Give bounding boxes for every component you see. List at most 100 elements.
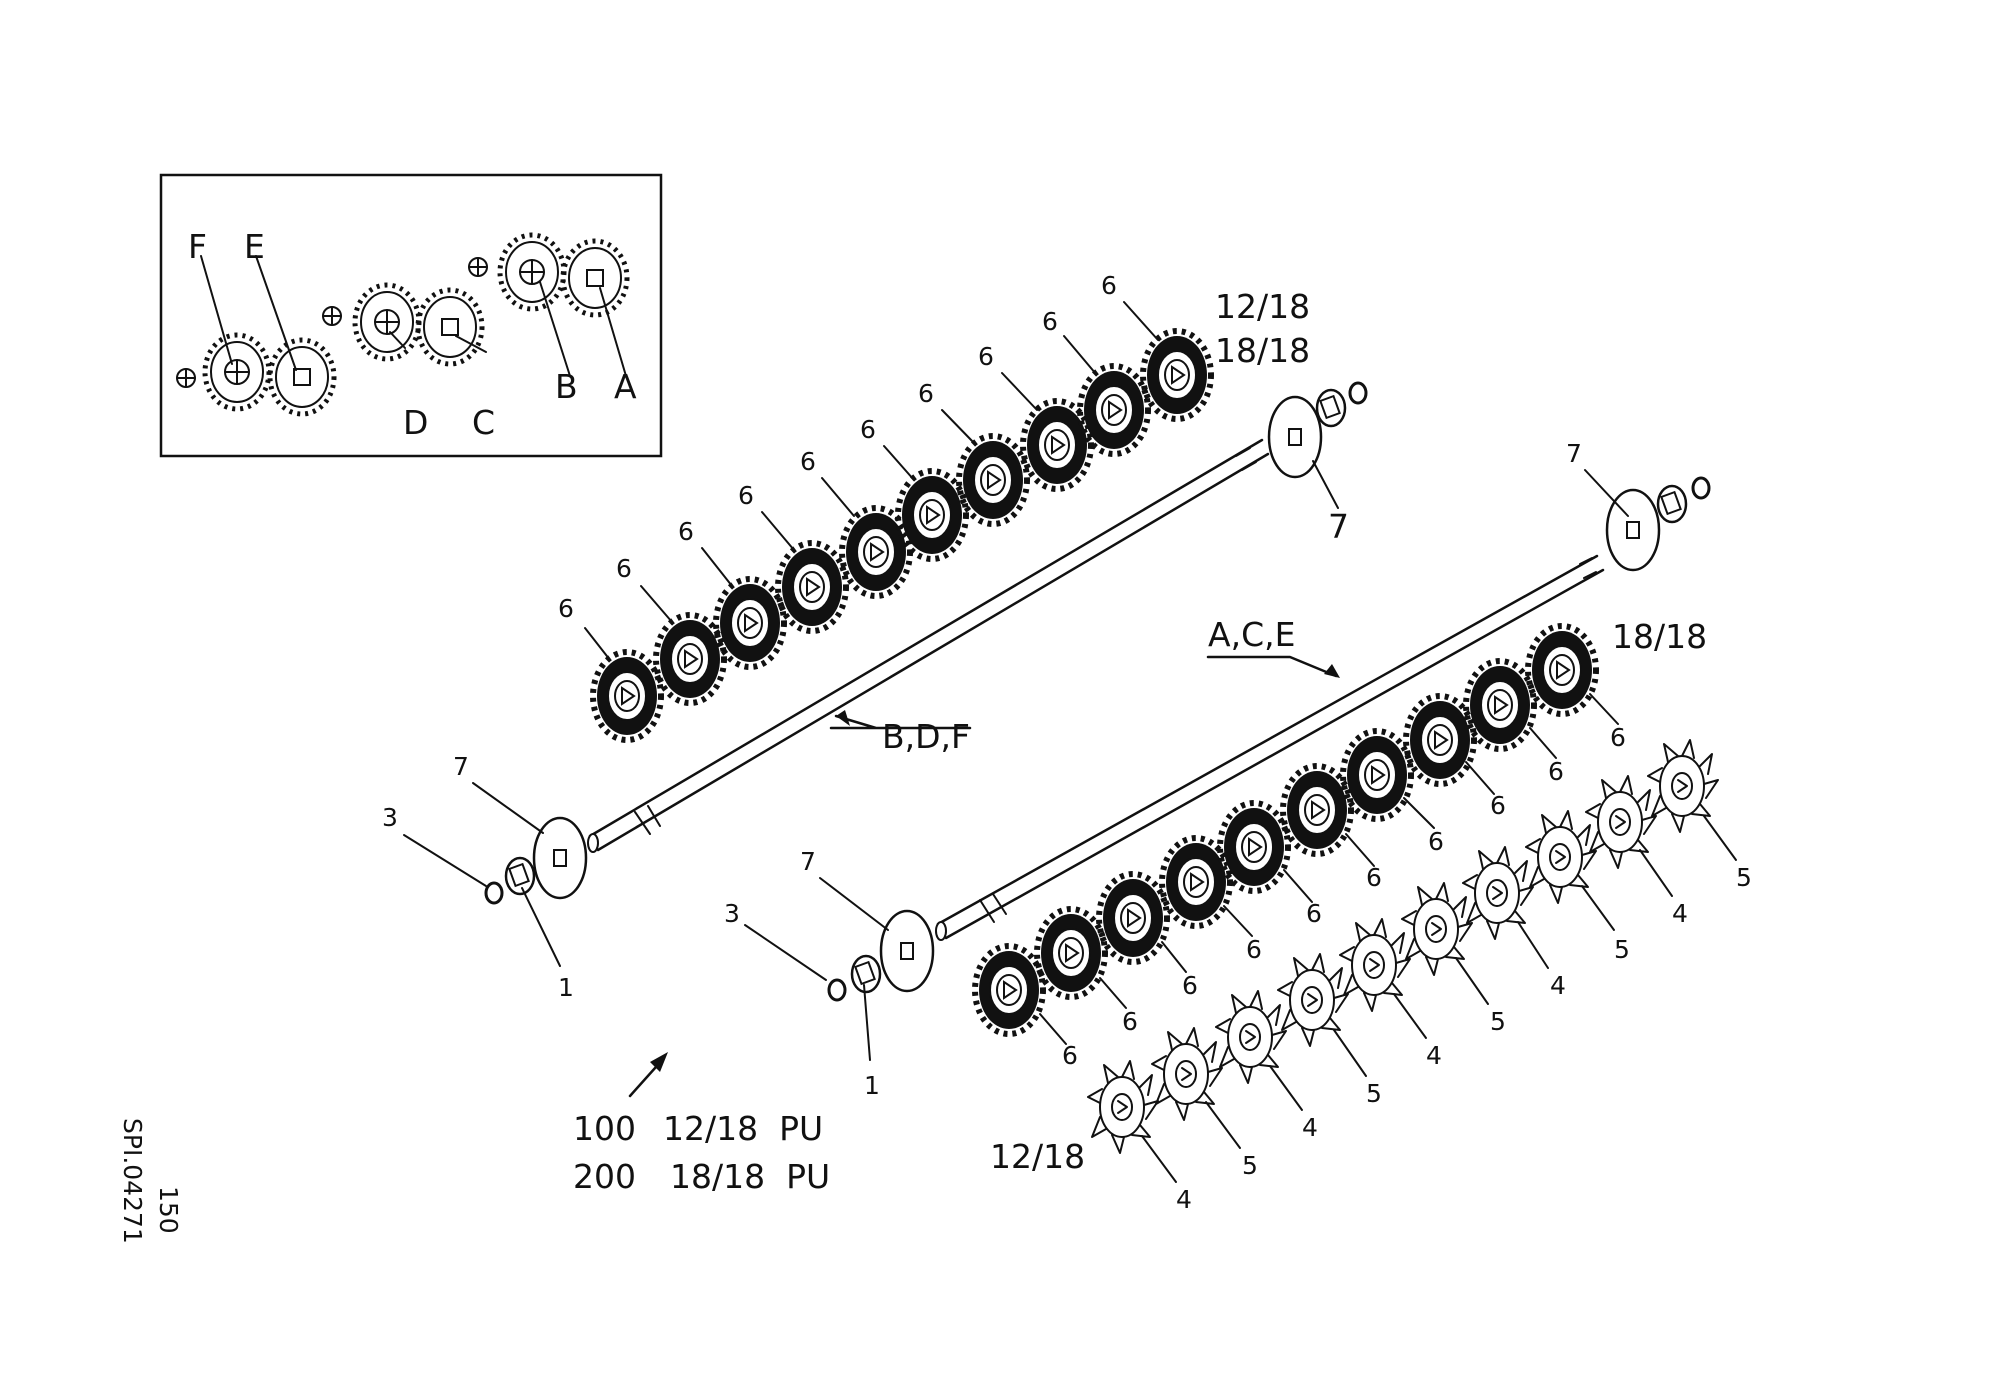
lower-wheel-open-4: [1277, 953, 1349, 1047]
upper-ring-left: [484, 881, 504, 905]
inset-wheel-d: [355, 285, 419, 359]
lower-label-5d: 5: [1614, 935, 1630, 964]
lower-label-6c: 6: [1182, 971, 1198, 1000]
inset-wheel-b: [500, 235, 564, 309]
drawing-id: SPI.04271: [118, 1118, 147, 1244]
lower-label-6f: 6: [1366, 863, 1382, 892]
lower-wheel-dark-7: [1343, 731, 1411, 819]
lower-label-4d: 4: [1550, 971, 1566, 1000]
inset-cross-marker-1: [176, 368, 196, 388]
upper-label-6h: 6: [978, 342, 994, 371]
upper-bushing-right: [1315, 388, 1347, 428]
lower-wheel-open-2: [1151, 1027, 1223, 1121]
lower-ring-right: [1691, 476, 1711, 500]
upper-ratio-12-18: 12/18: [1215, 287, 1310, 326]
upper-label-6g: 6: [918, 379, 934, 408]
lower-label-6a: 6: [1062, 1041, 1078, 1070]
upper-shaft: [587, 438, 1270, 853]
inset-letter-d: D: [403, 403, 428, 442]
inset-cross-marker-2: [322, 306, 342, 326]
lower-wheel-dark-5: [1220, 803, 1288, 891]
lower-wheel-dark-9: [1466, 661, 1534, 749]
lower-wheel-open-3: [1215, 990, 1287, 1084]
upper-label-3: 3: [382, 803, 398, 832]
lower-label-1: 1: [864, 1071, 880, 1100]
legend-code-100: 100: [573, 1109, 636, 1148]
lower-label-5a: 5: [1242, 1151, 1258, 1180]
inset-wheel-e: [270, 340, 334, 414]
upper-wheel-10: [1143, 331, 1211, 419]
inset-letter-b: B: [555, 367, 578, 406]
lower-wheel-dark-1: [975, 946, 1043, 1034]
lower-label-7-left: 7: [800, 847, 816, 876]
upper-wheel-1: [593, 652, 661, 740]
lower-label-4a: 4: [1176, 1185, 1192, 1214]
upper-label-6j: 6: [1101, 271, 1117, 300]
lower-label-6e: 6: [1306, 899, 1322, 928]
inset-letter-f: F: [188, 227, 207, 266]
upper-label-6a: 6: [558, 594, 574, 623]
drawing-code: 150: [154, 1186, 183, 1234]
lower-washer-left: [879, 909, 935, 993]
inset-letter-c: C: [472, 403, 495, 442]
lower-wheel-open-1: [1087, 1060, 1159, 1154]
lower-wheel-open-7: [1462, 846, 1534, 940]
lower-wheel-open-6: [1401, 882, 1473, 976]
lower-label-6j: 6: [1610, 723, 1626, 752]
upper-shaft-tag: B,D,F: [882, 717, 970, 756]
lower-label-5c: 5: [1490, 1007, 1506, 1036]
upper-wheel-9: [1080, 366, 1148, 454]
lower-label-4c: 4: [1426, 1041, 1442, 1070]
lower-ratio-12-18: 12/18: [990, 1137, 1085, 1176]
upper-ratio-18-18: 18/18: [1215, 331, 1310, 370]
legend-desc-200: 18/18 PU: [670, 1157, 830, 1196]
inset-wheel-f: [205, 335, 269, 409]
inset-box: F E D C B A: [159, 173, 663, 458]
lower-wheel-open-5: [1339, 918, 1411, 1012]
upper-wheel-5: [842, 508, 910, 596]
inset-letter-a: A: [614, 367, 637, 406]
lower-label-4e: 4: [1672, 899, 1688, 928]
inset-cross-marker-3: [468, 257, 488, 277]
lower-label-6i: 6: [1548, 757, 1564, 786]
upper-washer-right: [1267, 395, 1323, 479]
upper-label-7-right: 7: [1328, 507, 1349, 546]
upper-wheel-7: [959, 436, 1027, 524]
lower-label-6g: 6: [1428, 827, 1444, 856]
lower-label-6h: 6: [1490, 791, 1506, 820]
lower-shaft: [935, 554, 1605, 941]
inset-letter-e: E: [244, 227, 265, 266]
upper-label-1: 1: [558, 973, 574, 1002]
upper-washer-left: [532, 816, 588, 900]
upper-label-6i: 6: [1042, 307, 1058, 336]
inset-wheel-a: [563, 241, 627, 315]
lower-wheel-open-10: [1647, 739, 1719, 833]
inset-wheel-c: [418, 290, 482, 364]
upper-label-6b: 6: [616, 554, 632, 583]
upper-label-6f: 6: [860, 415, 876, 444]
lower-label-7-right: 7: [1566, 439, 1582, 468]
lower-label-4b: 4: [1302, 1113, 1318, 1142]
lower-wheel-open-9: [1585, 775, 1657, 869]
legend-code-200: 200: [573, 1157, 636, 1196]
lower-bushing-right: [1656, 484, 1688, 524]
variant-legend: 100 12/18 PU 200 18/18 PU: [573, 1109, 830, 1196]
lower-ring-left: [827, 978, 847, 1002]
lower-label-6b: 6: [1122, 1007, 1138, 1036]
legend-desc-100: 12/18 PU: [663, 1109, 823, 1148]
lower-shaft-tag: A,C,E: [1208, 615, 1295, 654]
lower-bushing-left: [850, 954, 882, 994]
lower-label-6d: 6: [1246, 935, 1262, 964]
upper-label-7-left: 7: [453, 752, 469, 781]
lower-wheel-dark-2: [1037, 909, 1105, 997]
upper-label-6d: 6: [738, 481, 754, 510]
lower-ratio-18-18: 18/18: [1612, 617, 1707, 656]
upper-label-6e: 6: [800, 447, 816, 476]
upper-bushing-left: [504, 856, 536, 896]
lower-label-5e: 5: [1736, 863, 1752, 892]
upper-ring-right: [1348, 381, 1368, 405]
lower-wheel-dark-3: [1099, 874, 1167, 962]
lower-label-5b: 5: [1366, 1079, 1382, 1108]
upper-wheel-4: [778, 543, 846, 631]
